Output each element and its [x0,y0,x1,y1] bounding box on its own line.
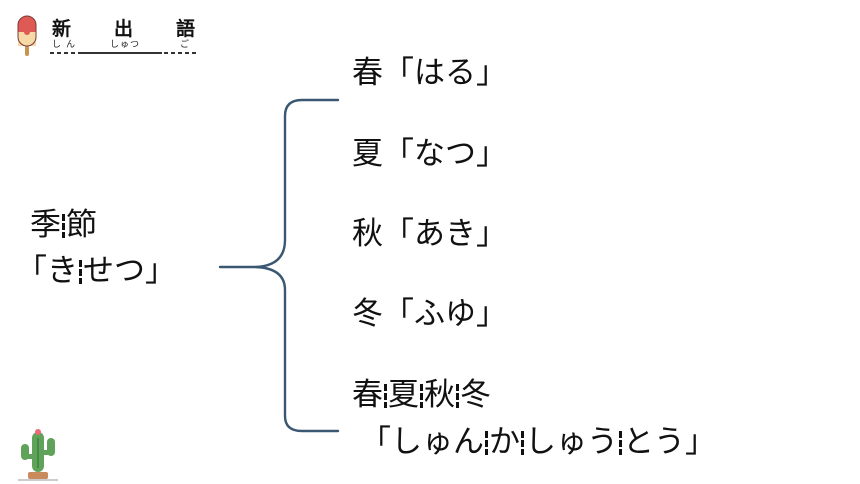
season-kanji-spring: 春 [352,377,383,413]
separator [384,384,387,408]
list-item: 夏「なつ」 [352,136,507,172]
list-item: 秋「あき」 [352,216,507,252]
separator [62,214,65,238]
list-item-combined-kanji: 春夏秋冬 [352,377,491,413]
term-reading: 「きせつ」 [16,253,176,289]
separator [79,260,82,284]
header-kana-2: ん [66,40,77,50]
header-kana-3: しゅつ [110,40,141,50]
season-reading-autumn: しゅう [525,424,618,460]
curly-brace [218,98,340,433]
header-underline-dashed-left [50,52,76,54]
season-reading-summer: か [489,424,520,460]
separator [456,384,459,408]
season-kanji-summer: 夏 [388,377,419,413]
header-kanji-1: 新 [52,18,72,40]
separator [521,431,524,455]
header-kana-1: し [52,40,63,50]
popsicle-icon [17,15,37,56]
term-reading-1: 「き [16,253,78,289]
separator [619,431,622,455]
term-reading-2: せつ」 [83,253,176,289]
header-kana-4: ご [180,40,191,50]
header-underline [78,52,162,54]
separator [485,431,488,455]
term-kanji: 季節 [30,207,97,243]
header-underline-dashed-right [164,52,196,54]
list-item: 冬「ふゆ」 [352,296,507,332]
list-item: 春「はる」 [352,55,507,91]
separator [420,384,423,408]
season-kanji-winter: 冬 [460,377,491,413]
term-kanji-2: 節 [66,207,97,243]
season-reading-winter: とう」 [623,424,716,460]
list-item-combined-reading: 「しゅんかしゅうとう」 [360,424,716,460]
cactus-icon [18,429,58,481]
header-kanji-2: 出 [114,18,134,40]
season-kanji-autumn: 秋 [424,377,455,413]
term-kanji-1: 季 [30,207,61,243]
season-reading-spring: 「しゅん [360,424,484,460]
header-kanji-3: 語 [176,18,196,40]
